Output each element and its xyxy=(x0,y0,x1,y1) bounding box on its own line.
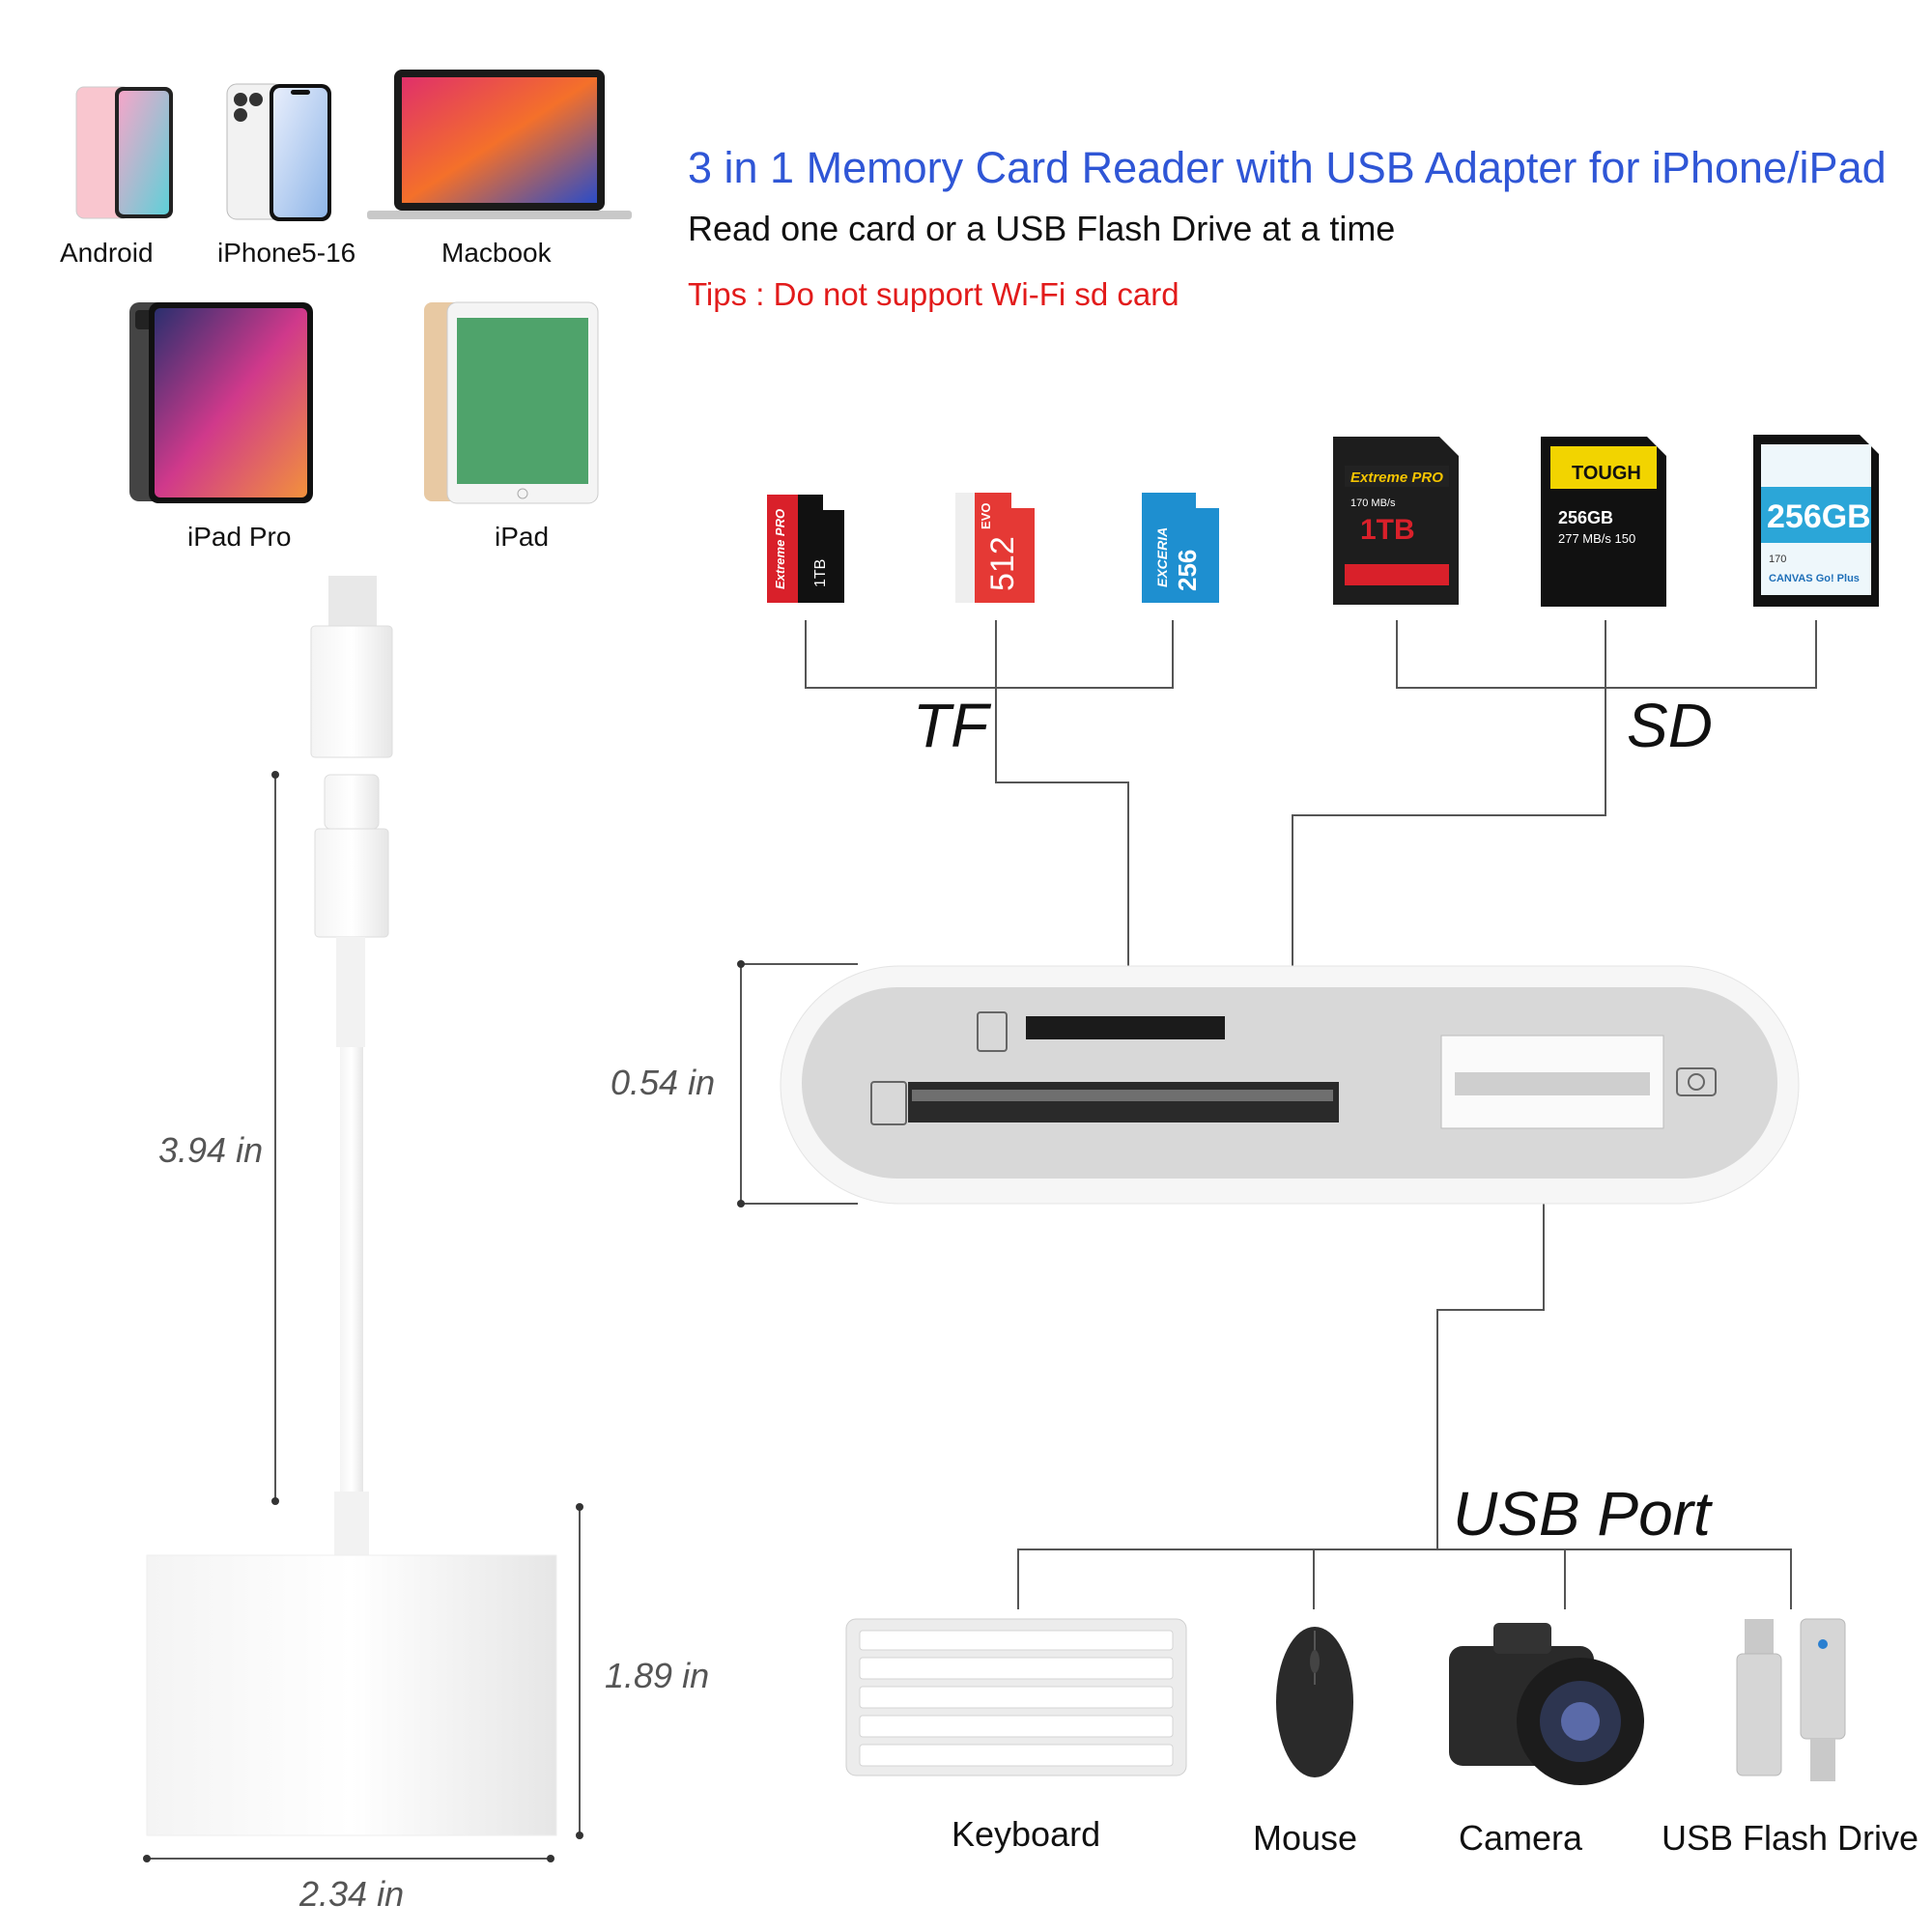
tf-card-2-capacity: 512 xyxy=(984,536,1021,591)
device-label-ipad-pro: iPad Pro xyxy=(187,522,292,552)
camera-icon xyxy=(1449,1623,1644,1785)
thickness-dimension: 0.54 in xyxy=(611,1063,716,1102)
accessory-label-mouse: Mouse xyxy=(1253,1818,1358,1858)
accessory-label-camera: Camera xyxy=(1459,1818,1583,1858)
accessory-label-usb-flash-drive: USB Flash Drive xyxy=(1662,1818,1919,1858)
tf-card-evo-icon: 512 EVO xyxy=(955,493,1035,603)
sd-card-1-brand: Extreme PRO xyxy=(1350,469,1443,486)
product-title: 3 in 1 Memory Card Reader with USB Adapt… xyxy=(688,143,1887,192)
product-subtitle: Read one card or a USB Flash Drive at a … xyxy=(688,209,1396,248)
sd-card-2-capacity: 256GB xyxy=(1558,508,1613,527)
accessory-label-keyboard: Keyboard xyxy=(952,1814,1101,1854)
tf-card-extreme-pro-icon: Extreme PRO 1TB xyxy=(767,495,844,603)
ipad-icon xyxy=(424,301,599,504)
tf-card-3-capacity: 256 xyxy=(1173,550,1202,591)
sd-slot-label: SD xyxy=(1627,691,1713,760)
tf-card-3-brand: EXCERIA xyxy=(1154,527,1170,587)
iphone-icon xyxy=(226,83,331,221)
adapter-side-view xyxy=(146,576,557,1836)
sd-card-1-speed: 170 MB/s xyxy=(1350,497,1396,509)
usb-c-plug-icon xyxy=(328,576,377,626)
tf-slot-label: TF xyxy=(913,691,989,760)
mouse-icon xyxy=(1276,1627,1353,1777)
sd-card-2-brand: TOUGH xyxy=(1572,463,1641,484)
sd-card-3-capacity: 256GB xyxy=(1767,498,1871,535)
keyboard-icon xyxy=(845,1618,1187,1776)
macbook-icon xyxy=(367,70,632,219)
tf-card-1-brand: Extreme PRO xyxy=(773,509,787,589)
android-phone-icon xyxy=(75,86,173,219)
sd-card-3-speed: 170 xyxy=(1769,554,1786,565)
lightning-plug-icon xyxy=(324,774,380,830)
usb-flash-drive-icon xyxy=(1736,1618,1846,1781)
tf-card-2-brand: EVO xyxy=(979,503,993,529)
device-label-ipad: iPad xyxy=(495,522,550,552)
cable-length-dimension: 3.94 in xyxy=(158,1130,264,1170)
sd-card-extreme-pro-icon: Extreme PRO 170 MB/s 1TB xyxy=(1333,437,1459,605)
device-label-android: Android xyxy=(60,238,154,268)
sd-card-tough-icon: TOUGH 256GB 277 MB/s 150 xyxy=(1541,437,1666,607)
usb-port-label: USB Port xyxy=(1453,1479,1711,1548)
body-height-dimension: 1.89 in xyxy=(605,1656,710,1695)
sd-card-3-brand: CANVAS Go! Plus xyxy=(1769,573,1860,584)
sd-card-canvas-icon: 256GB 170 CANVAS Go! Plus xyxy=(1753,435,1879,607)
device-label-iphone: iPhone5-16 xyxy=(217,238,356,268)
sd-card-slot xyxy=(908,1082,1339,1122)
ipad-pro-icon xyxy=(129,302,313,503)
camera-port-icon xyxy=(1676,1067,1717,1096)
sd-card-2-speed: 277 MB/s 150 xyxy=(1558,531,1635,546)
tf-card-slot xyxy=(1026,1016,1225,1039)
adapter-front-view xyxy=(780,965,1800,1205)
sd-card-1-capacity: 1TB xyxy=(1360,514,1415,546)
body-width-dimension: 2.34 in xyxy=(299,1874,405,1914)
sd-card-slot-icon xyxy=(870,1081,907,1125)
product-tip: Tips : Do not support Wi-Fi sd card xyxy=(688,276,1179,312)
tf-card-slot-icon xyxy=(977,1011,1008,1052)
tf-card-1-capacity: 1TB xyxy=(812,559,829,587)
tf-card-exceria-icon: EXCERIA 256 xyxy=(1142,493,1219,603)
device-label-macbook: Macbook xyxy=(441,238,552,268)
